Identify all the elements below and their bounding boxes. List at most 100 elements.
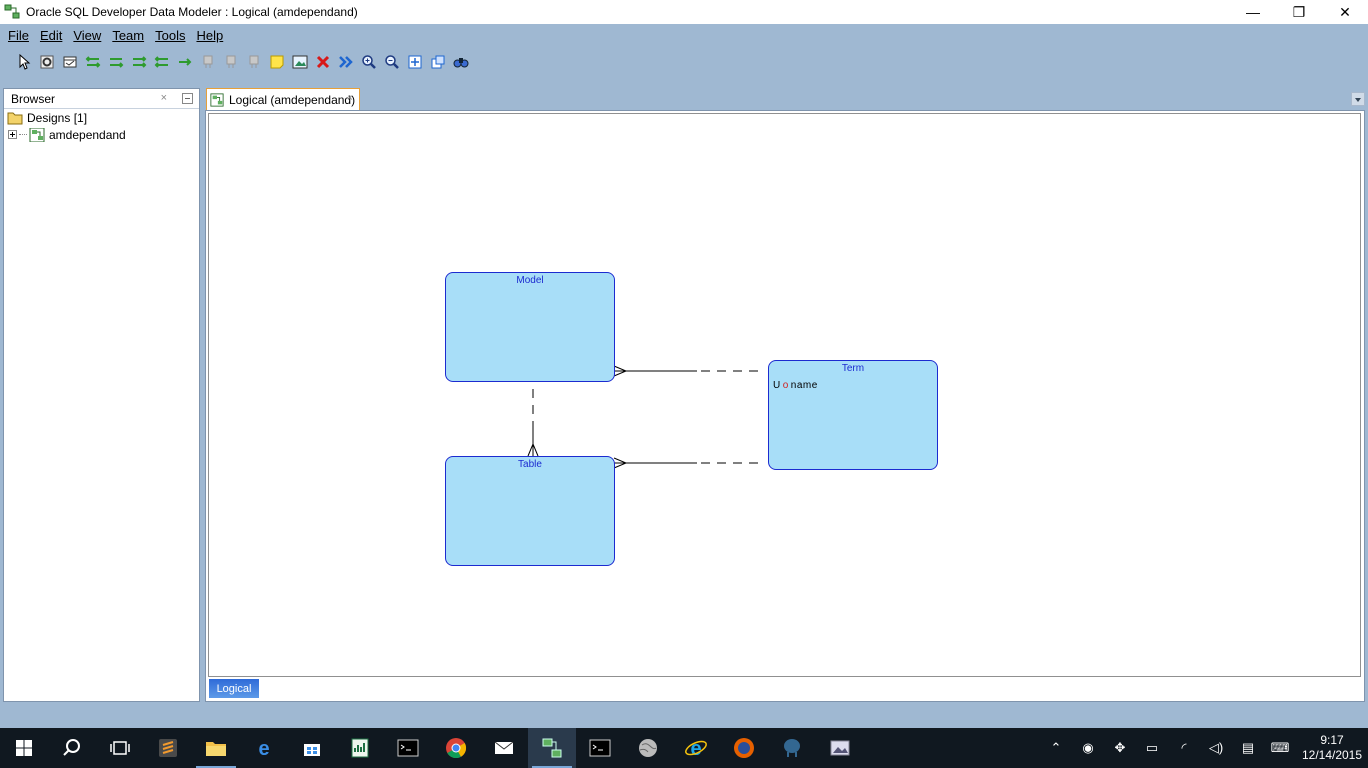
start-button[interactable] <box>0 728 48 768</box>
taskbar-app-mail[interactable] <box>480 728 528 768</box>
menu-bar: File Edit View Team Tools Help <box>0 24 1368 46</box>
relationship-lines <box>527 365 761 469</box>
new-relation-1n-button[interactable] <box>81 51 104 73</box>
taskbar-app-globe[interactable] <box>624 728 672 768</box>
new-arc-button[interactable] <box>173 51 196 73</box>
fit-screen-button[interactable] <box>403 51 426 73</box>
taskbar-app-data-modeler[interactable] <box>528 728 576 768</box>
entity-table[interactable]: Table <box>445 456 615 566</box>
windows-start-icon <box>16 740 32 756</box>
taskbar: e e ⌃ ◉ ✥ ▭ ◜ ◁) ▤ ⌨ <box>0 728 1368 768</box>
delete-button[interactable] <box>311 51 334 73</box>
engineer-button[interactable] <box>334 51 357 73</box>
system-tray: ⌃ ◉ ✥ ▭ ◜ ◁) ▤ ⌨ 9:17 12/14/2015 <box>1040 728 1368 768</box>
relationship-table-term[interactable] <box>613 457 761 469</box>
menu-edit[interactable]: Edit <box>39 27 63 43</box>
menu-file[interactable]: File <box>8 27 29 43</box>
attribute-name: name <box>790 380 818 391</box>
task-view-icon <box>110 741 130 755</box>
tab-logical[interactable]: Logical (amdependand) × <box>206 88 360 110</box>
toolbar <box>0 48 1368 76</box>
dropbox-icon[interactable]: ✥ <box>1114 740 1126 755</box>
properties-button[interactable] <box>35 51 58 73</box>
note-icon <box>270 55 283 69</box>
taskbar-app-sublime[interactable] <box>144 728 192 768</box>
tab-list-dropdown-icon[interactable] <box>1351 92 1365 106</box>
shield-icon[interactable]: ◉ <box>1082 740 1094 755</box>
taskbar-app-chrome[interactable] <box>432 728 480 768</box>
wifi-icon[interactable]: ◜ <box>1181 740 1187 755</box>
new-relation-identifying-button[interactable] <box>150 51 173 73</box>
taskbar-app-image[interactable] <box>816 728 864 768</box>
new-view-button-2[interactable] <box>219 51 242 73</box>
tree-node-amdependand[interactable]: amdependand <box>4 126 199 143</box>
browser-minimize-icon[interactable] <box>182 93 193 104</box>
postgresql-icon <box>784 739 800 757</box>
taskbar-app-excel[interactable] <box>336 728 384 768</box>
clock-time: 9:17 <box>1320 733 1344 747</box>
default-size-button[interactable] <box>426 51 449 73</box>
data-modeler-icon <box>542 738 562 758</box>
zoom-out-button[interactable] <box>380 51 403 73</box>
taskbar-app-postgresql[interactable] <box>768 728 816 768</box>
select-pointer-button[interactable] <box>12 51 35 73</box>
new-relation-11-button[interactable] <box>104 51 127 73</box>
view-disabled-icon <box>249 55 258 68</box>
new-view-button-1[interactable] <box>196 51 219 73</box>
task-view-button[interactable] <box>96 728 144 768</box>
taskbar-search-button[interactable] <box>48 728 96 768</box>
view-disabled-icon <box>203 55 212 68</box>
taskbar-app-file-explorer[interactable] <box>192 728 240 768</box>
menu-team[interactable]: Team <box>112 27 145 43</box>
taskbar-app-terminal-2[interactable] <box>576 728 624 768</box>
taskbar-app-firefox[interactable] <box>720 728 768 768</box>
taskbar-app-internet-explorer[interactable]: e <box>672 728 720 768</box>
entity-model[interactable]: Model <box>445 272 615 382</box>
clock[interactable]: 9:17 12/14/2015 <box>1296 733 1368 763</box>
zoom-in-button[interactable] <box>357 51 380 73</box>
new-relation-nm-button[interactable] <box>127 51 150 73</box>
tab-close-icon[interactable]: × <box>347 93 353 104</box>
terminal-icon <box>397 739 419 757</box>
keyboard-icon[interactable]: ⌨ <box>1270 740 1290 755</box>
notification-icon[interactable]: ▤ <box>1241 740 1255 755</box>
tree-expand-icon[interactable] <box>8 130 17 139</box>
chevron-up-icon[interactable]: ⌃ <box>1050 740 1062 755</box>
taskbar-app-edge[interactable]: e <box>240 728 288 768</box>
menu-tools[interactable]: Tools <box>155 27 186 43</box>
entity-title: Term <box>841 363 865 374</box>
find-button[interactable] <box>449 51 472 73</box>
new-view-button-3[interactable] <box>242 51 265 73</box>
zoom-out-icon <box>384 55 399 69</box>
new-entity-button[interactable] <box>58 51 81 73</box>
browser-close-icon[interactable]: × <box>160 92 167 104</box>
delete-icon <box>316 55 329 69</box>
minimize-button[interactable]: — <box>1246 4 1260 20</box>
relationship-model-table[interactable] <box>527 389 539 457</box>
new-note-button[interactable] <box>265 51 288 73</box>
subview-tab-logical[interactable]: Logical <box>209 679 259 698</box>
menu-view[interactable]: View <box>73 27 102 43</box>
volume-icon[interactable]: ◁) <box>1208 740 1224 755</box>
relationship-model-term[interactable] <box>613 365 761 377</box>
battery-icon[interactable]: ▭ <box>1145 740 1159 755</box>
globe-icon <box>639 739 657 757</box>
attribute-unique-flag: U <box>773 380 781 391</box>
store-icon <box>304 744 320 756</box>
clock-date: 12/14/2015 <box>1301 748 1363 762</box>
svg-text:e: e <box>690 738 701 760</box>
view-disabled-icon <box>226 55 235 68</box>
chrome-icon <box>446 738 467 759</box>
taskbar-app-terminal-1[interactable] <box>384 728 432 768</box>
tree-node-designs[interactable]: Designs [1] <box>4 109 199 126</box>
new-picture-button[interactable] <box>288 51 311 73</box>
select-pointer-icon <box>19 54 30 70</box>
restore-button[interactable]: ❐ <box>1292 3 1306 20</box>
close-button[interactable]: ✕ <box>1339 3 1351 20</box>
taskbar-app-store[interactable] <box>288 728 336 768</box>
menu-help[interactable]: Help <box>196 27 224 43</box>
